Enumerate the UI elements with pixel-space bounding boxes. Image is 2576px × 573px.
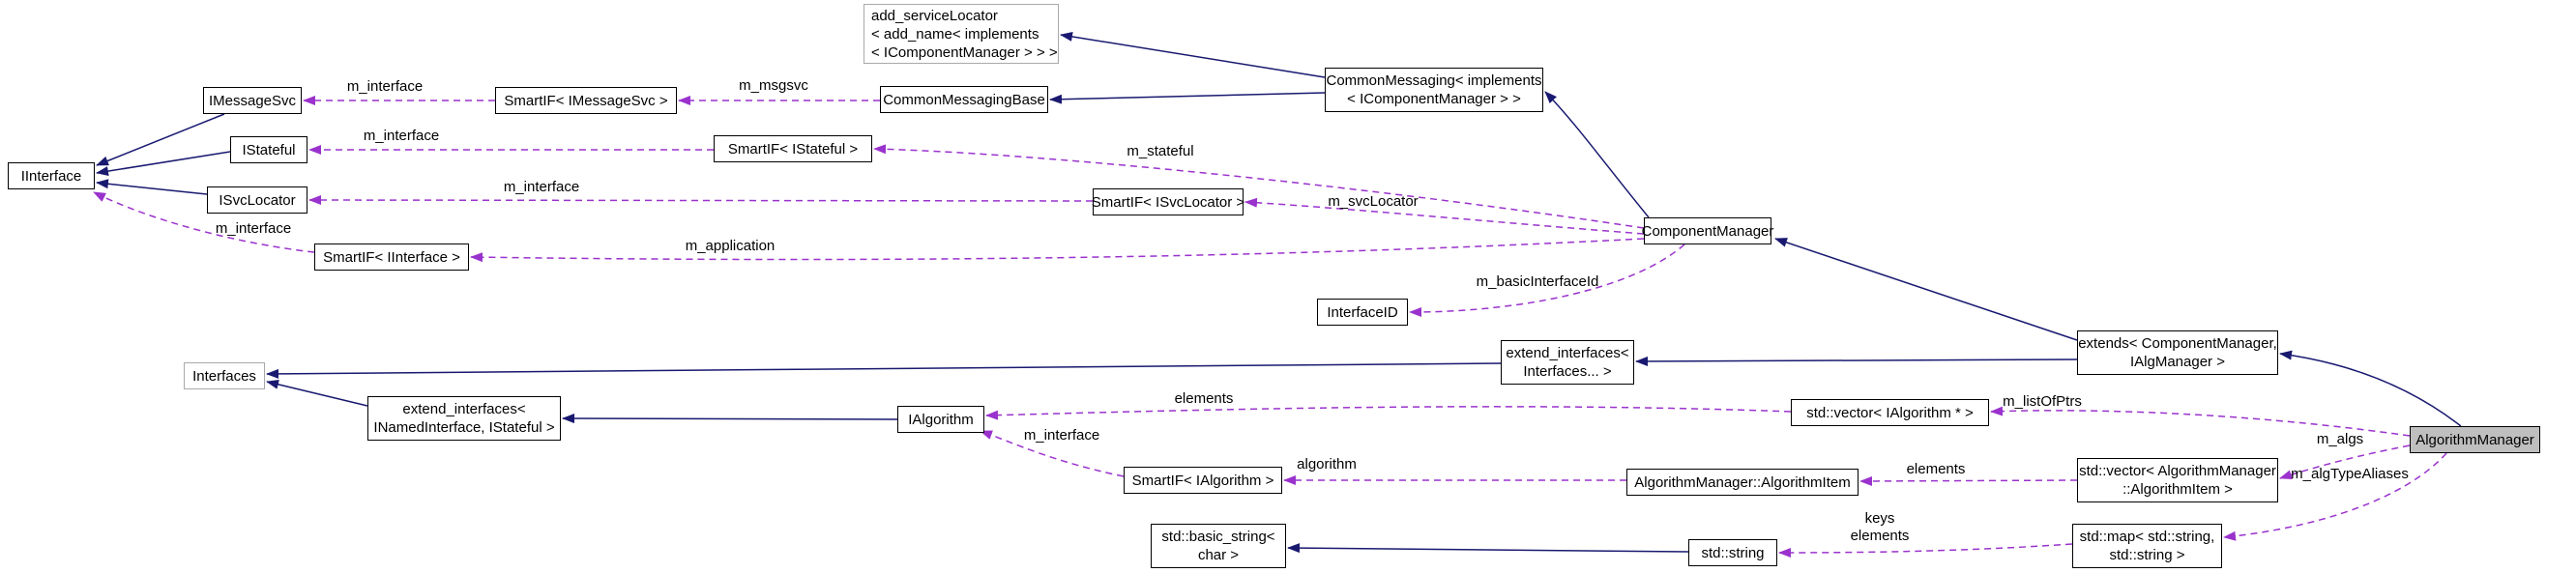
edge-label-m-interface-stateful: m_interface [363,128,440,144]
node-label-line: IAlgManager > [2130,354,2225,370]
edge-label-m-svclocator: m_svcLocator [1328,193,1419,210]
node-smartif-ialgorithm[interactable]: SmartIF< IAlgorithm > [1124,467,1282,494]
node-algorithmmanager: AlgorithmManager [2410,426,2540,453]
node-label-line: extend_interfaces< [402,401,526,417]
node-label: std::string [1701,544,1765,561]
node-label: SmartIF< IStateful > [727,140,859,158]
node-label: InterfaceID [1327,303,1398,321]
edge-label-algorithm: algorithm [1297,456,1357,473]
edge-label-m-interface-algorithm: m_interface [1023,427,1100,444]
node-smartif-imessagesvc[interactable]: SmartIF< IMessageSvc > [495,87,677,114]
node-label: CommonMessagingBase [883,91,1045,108]
node-label-line: std::string > [2109,547,2185,563]
node-label-line: std::map< std::string, [2079,529,2215,545]
node-label-line: extend_interfaces< [1506,345,1629,361]
node-smartif-isvclocator[interactable]: SmartIF< ISvcLocator > [1091,188,1245,215]
edge-label-elements-listofptrs: elements [1174,390,1234,407]
node-label: IMessageSvc [208,92,297,109]
node-smartif-istateful[interactable]: SmartIF< IStateful > [714,135,872,162]
node-label: ISvcLocator [219,191,296,209]
node-label: SmartIF< ISvcLocator > [1091,193,1245,211]
node-std-map[interactable]: std::map< std::string, std::string > [2072,524,2222,568]
node-std-vector-ialgorithm[interactable]: std::vector< IAlgorithm * > [1791,399,1989,426]
edge-label-m-listofptrs: m_listOfPtrs [2003,393,2082,410]
node-label: AlgorithmManager::AlgorithmItem [1634,473,1851,491]
node-std-string[interactable]: std::string [1688,539,1777,566]
node-std-basic-string[interactable]: std::basic_string< char > [1151,524,1286,568]
edge-label-m-interface-iinterface: m_interface [215,220,292,237]
node-commonmessaging[interactable]: CommonMessaging< implements < IComponent… [1325,68,1543,112]
node-label-line: std::basic_string< [1161,529,1275,545]
node-label-line: < IComponentManager > > [1347,91,1521,107]
node-smartif-iinterface[interactable]: SmartIF< IInterface > [314,244,469,271]
node-interfaceid[interactable]: InterfaceID [1317,299,1408,326]
node-label-line: Interfaces... > [1523,363,1612,380]
node-label: ComponentManager [1641,222,1774,240]
node-label-line: < add_name< implements [871,25,1039,43]
node-ialgorithm[interactable]: IAlgorithm [897,406,984,433]
node-label-line: add_serviceLocator [871,7,998,24]
node-std-vector-algorithmitem[interactable]: std::vector< AlgorithmManager ::Algorith… [2077,458,2278,502]
node-istateful[interactable]: IStateful [230,136,307,163]
node-label: SmartIF< IInterface > [323,248,460,266]
edge-label-m-algtypealiases: m_algTypeAliases [2291,466,2409,482]
edge-label-m-basicinterfaceid: m_basicInterfaceId [1476,273,1599,290]
node-iinterface[interactable]: IInterface [8,162,95,189]
node-isvclocator[interactable]: ISvcLocator [207,186,307,214]
edge-label-m-algs: m_algs [2316,431,2364,447]
node-label-line: char > [1197,547,1240,563]
node-label: std::vector< IAlgorithm * > [1806,404,1974,421]
node-label: IInterface [20,167,82,185]
node-extend-interfaces-variadic[interactable]: extend_interfaces< Interfaces... > [1501,340,1634,385]
edge-label-m-interface-msgsvc: m_interface [346,78,424,95]
node-label-line: CommonMessaging< implements [1326,72,1542,89]
node-label: SmartIF< IAlgorithm > [1131,472,1274,489]
node-label: SmartIF< IMessageSvc > [504,92,668,109]
edge-label-m-interface-svclocator: m_interface [503,179,580,195]
node-commonmessagingbase[interactable]: CommonMessagingBase [880,86,1048,113]
node-label: Interfaces [192,367,256,385]
node-extends-componentmanager[interactable]: extends< ComponentManager, IAlgManager > [2077,330,2278,375]
node-label-line: INamedInterface, IStateful > [373,419,555,436]
node-label: IAlgorithm [908,411,974,428]
edge-label-m-msgsvc: m_msgsvc [739,77,808,94]
edge-label-elements-algitem: elements [1906,461,1966,477]
edge-label-keys-elements: elements [1850,528,1910,544]
edge-label-keys: keys [1864,510,1895,527]
node-label-line: ::AlgorithmItem > [2122,481,2233,498]
node-label-line: < IComponentManager > > > [871,43,1058,61]
node-algorithmitem[interactable]: AlgorithmManager::AlgorithmItem [1626,469,1859,496]
edge-label-m-stateful: m_stateful [1127,143,1194,159]
node-label-line: std::vector< AlgorithmManager [2079,463,2276,479]
edge-label-m-application: m_application [685,238,776,254]
node-imessagesvc[interactable]: IMessageSvc [203,87,302,114]
node-add-servicelocator[interactable]: add_serviceLocator < add_name< implement… [864,4,1059,64]
node-label-line: extends< ComponentManager, [2078,335,2277,352]
node-interfaces[interactable]: Interfaces [184,362,265,389]
node-label: AlgorithmManager [2415,431,2534,448]
node-extend-interfaces-named[interactable]: extend_interfaces< INamedInterface, ISta… [367,396,561,441]
node-componentmanager[interactable]: ComponentManager [1641,217,1774,244]
node-label: IStateful [242,141,296,158]
